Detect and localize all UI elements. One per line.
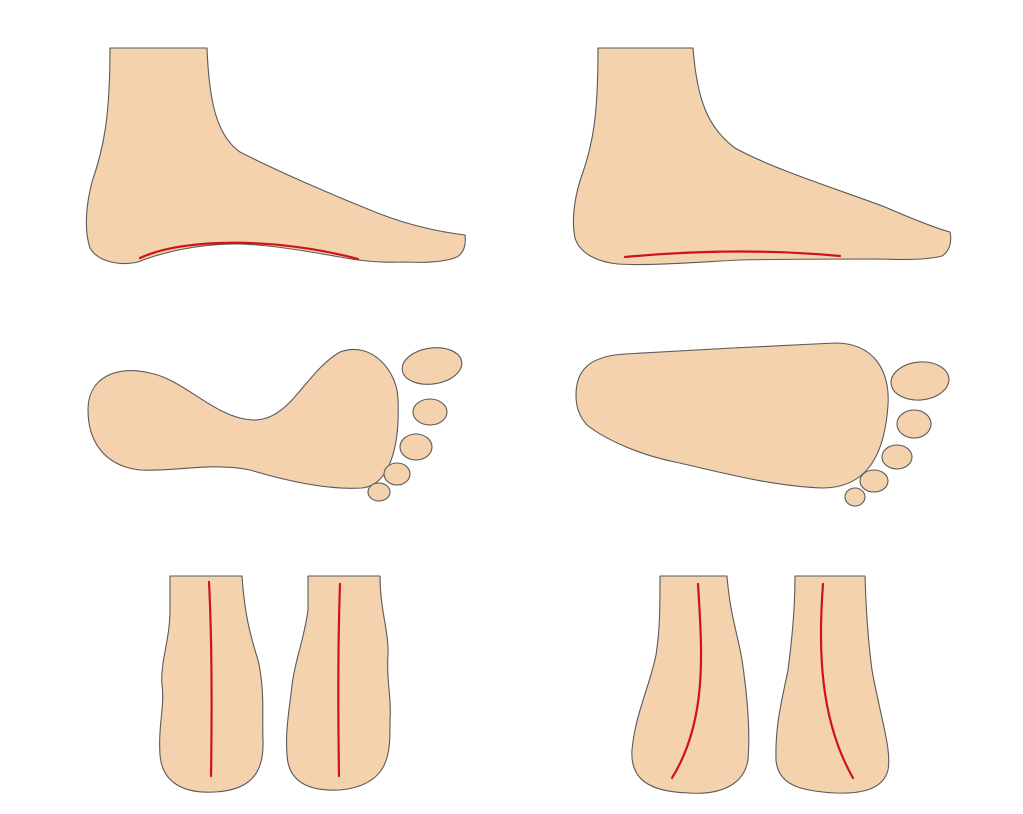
heels-rear-flat bbox=[631, 575, 890, 794]
heel-axis-line-curved-left bbox=[670, 582, 703, 780]
footprint-normal-toe-4 bbox=[383, 462, 411, 486]
footprint-normal-toe-5 bbox=[367, 482, 391, 502]
footprint-flat bbox=[575, 342, 950, 507]
heel-axis-line-straight-left bbox=[207, 580, 213, 778]
foot-side-flat-shape bbox=[572, 47, 952, 266]
heel-axis-line-straight-right bbox=[337, 582, 342, 778]
footprint-flat-toe-5 bbox=[844, 487, 866, 507]
footprint-normal-toe-1 bbox=[401, 347, 463, 385]
foot-side-normal-arch bbox=[85, 47, 466, 265]
arch-line-raised bbox=[138, 241, 360, 261]
foot-side-normal-shape bbox=[85, 47, 466, 265]
heel-rear-flat-right bbox=[775, 575, 890, 794]
footprint-normal-sole bbox=[87, 348, 399, 489]
footprint-flat-toe-2 bbox=[896, 409, 932, 439]
foot-side-flat-arch bbox=[572, 47, 952, 266]
heel-rear-flat-left bbox=[631, 575, 750, 794]
footprint-normal-toe-3 bbox=[399, 433, 433, 461]
footprint-flat-toe-4 bbox=[859, 469, 889, 493]
arch-line-flat bbox=[623, 250, 842, 259]
footprint-flat-toe-1 bbox=[890, 361, 950, 401]
footprint-flat-toe-3 bbox=[881, 444, 913, 470]
footprint-normal bbox=[87, 347, 463, 502]
footprint-flat-sole bbox=[575, 342, 889, 489]
heels-rear-normal bbox=[159, 575, 391, 793]
heel-axis-line-curved-right bbox=[819, 582, 855, 780]
footprint-normal-toe-2 bbox=[412, 398, 448, 426]
